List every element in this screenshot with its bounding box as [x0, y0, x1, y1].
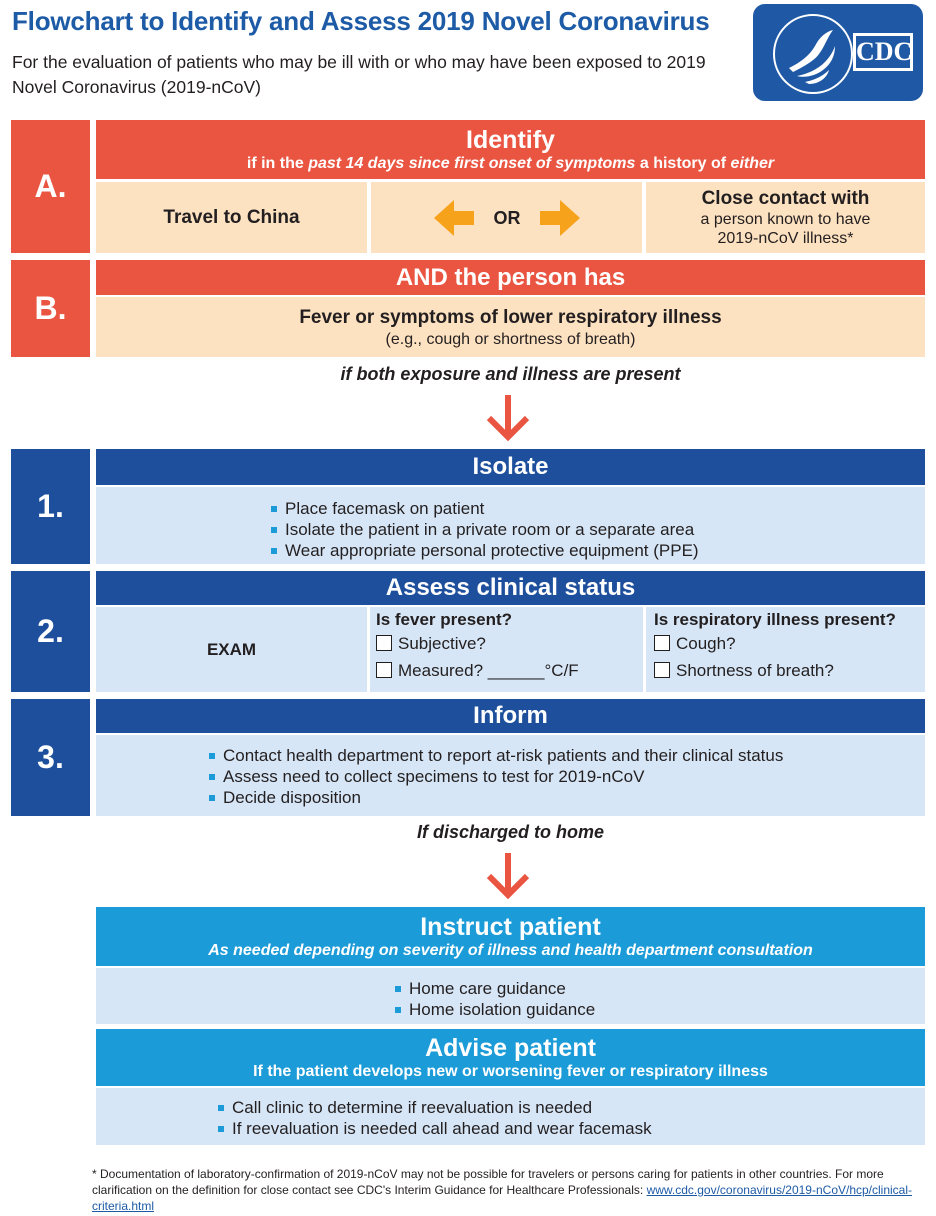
cdc-wordmark: CDC — [853, 33, 913, 71]
list-item: Home isolation guidance — [395, 999, 595, 1020]
footnote-text: * Documentation of laboratory-confirmati… — [92, 1167, 884, 1197]
contact-line1: a person known to have — [700, 210, 871, 228]
measured-option[interactable]: Measured? ______°C/F — [376, 657, 643, 684]
section-a-label: A. — [11, 120, 90, 253]
cough-checkbox[interactable] — [654, 635, 670, 651]
cough-option[interactable]: Cough? — [654, 630, 925, 657]
section-b-sub: (e.g., cough or shortness of breath) — [385, 330, 636, 348]
instruct-list: Home care guidance Home isolation guidan… — [395, 978, 595, 1020]
hhs-seal-icon — [773, 14, 853, 94]
advise-subheading: If the patient develops new or worsening… — [253, 1062, 768, 1080]
advise-list: Call clinic to determine if reevaluation… — [218, 1097, 652, 1139]
travel-text: Travel to China — [163, 206, 300, 228]
exam-label: EXAM — [206, 639, 257, 659]
section-2-heading: Assess clinical status — [385, 574, 636, 601]
section-2-header: Assess clinical status — [96, 571, 925, 605]
section-1-label: 1. — [11, 449, 90, 564]
section-3-header: Inform — [96, 699, 925, 733]
instruct-header: Instruct patient As needed depending on … — [96, 907, 925, 966]
shortness-checkbox[interactable] — [654, 662, 670, 678]
list-item: Decide disposition — [209, 787, 783, 808]
section-3-heading: Inform — [473, 702, 548, 729]
instruct-heading: Instruct patient — [420, 912, 601, 941]
section-2-label: 2. — [11, 571, 90, 692]
footnote-link[interactable]: www.cdc.gov/coronavirus/2019-nCoV/hcp/cl… — [92, 1183, 913, 1213]
or-arrows-icon: OR — [433, 199, 580, 236]
footnote: * Documentation of laboratory-confirmati… — [92, 1166, 922, 1214]
advise-header: Advise patient If the patient develops n… — [96, 1029, 925, 1086]
isolate-list: Place facemask on patient Isolate the pa… — [271, 498, 699, 561]
section-b-main: Fever or symptoms of lower respiratory i… — [299, 306, 722, 328]
advise-heading: Advise patient — [425, 1033, 596, 1062]
section-b-body: Fever or symptoms of lower respiratory i… — [96, 297, 925, 357]
section-a-subheading: if in the past 14 days since first onset… — [246, 154, 775, 172]
page-subtitle: For the evaluation of patients who may b… — [12, 52, 706, 97]
section-3-body: Contact health department to report at-r… — [96, 735, 925, 816]
list-item: Contact health department to report at-r… — [209, 745, 783, 766]
instruct-body: Home care guidance Home isolation guidan… — [96, 968, 925, 1024]
list-item: Assess need to collect specimens to test… — [209, 766, 783, 787]
section-1-heading: Isolate — [472, 453, 549, 480]
section-b-label: B. — [11, 260, 90, 357]
connector-exposure-illness: if both exposure and illness are present — [340, 364, 681, 384]
connector-discharged: If discharged to home — [416, 822, 605, 842]
down-arrow-icon — [486, 395, 530, 442]
section-b-header: AND the person has — [96, 260, 925, 295]
subjective-checkbox[interactable] — [376, 635, 392, 651]
list-item: If reevaluation is needed call ahead and… — [218, 1118, 652, 1139]
or-text: OR — [493, 208, 520, 228]
section-3-label: 3. — [11, 699, 90, 816]
fever-cell: Is fever present? Subjective? Measured? … — [370, 607, 643, 692]
list-item: Call clinic to determine if reevaluation… — [218, 1097, 652, 1118]
or-cell: OR — [371, 182, 642, 253]
page-title: Flowchart to Identify and Assess 2019 No… — [12, 6, 710, 36]
list-item: Place facemask on patient — [271, 498, 699, 519]
cdc-logo: CDC — [753, 4, 923, 101]
section-1-header: Isolate — [96, 449, 925, 485]
advise-body: Call clinic to determine if reevaluation… — [96, 1088, 925, 1145]
section-1-body: Place facemask on patient Isolate the pa… — [96, 487, 925, 564]
instruct-subheading: As needed depending on severity of illne… — [208, 941, 813, 959]
list-item: Isolate the patient in a private room or… — [271, 519, 699, 540]
respiratory-question: Is respiratory illness present? — [654, 610, 896, 629]
section-a-header: Identify if in the past 14 days since fi… — [96, 120, 925, 179]
contact-cell: Close contact with a person known to hav… — [646, 182, 925, 253]
measured-checkbox[interactable] — [376, 662, 392, 678]
respiratory-cell: Is respiratory illness present? Cough? S… — [646, 607, 925, 692]
contact-title: Close contact with — [701, 187, 870, 209]
exam-cell: EXAM — [96, 607, 367, 692]
section-a-heading: Identify — [466, 125, 555, 154]
list-item: Home care guidance — [395, 978, 595, 999]
contact-line2: 2019-nCoV illness* — [717, 229, 854, 247]
list-item: Wear appropriate personal protective equ… — [271, 540, 699, 561]
down-arrow-icon — [486, 853, 530, 900]
subjective-option[interactable]: Subjective? — [376, 630, 643, 657]
inform-list: Contact health department to report at-r… — [209, 745, 783, 808]
travel-cell: Travel to China — [96, 182, 367, 253]
shortness-option[interactable]: Shortness of breath? — [654, 657, 925, 684]
fever-question: Is fever present? — [376, 610, 513, 629]
section-b-heading: AND the person has — [395, 263, 626, 291]
